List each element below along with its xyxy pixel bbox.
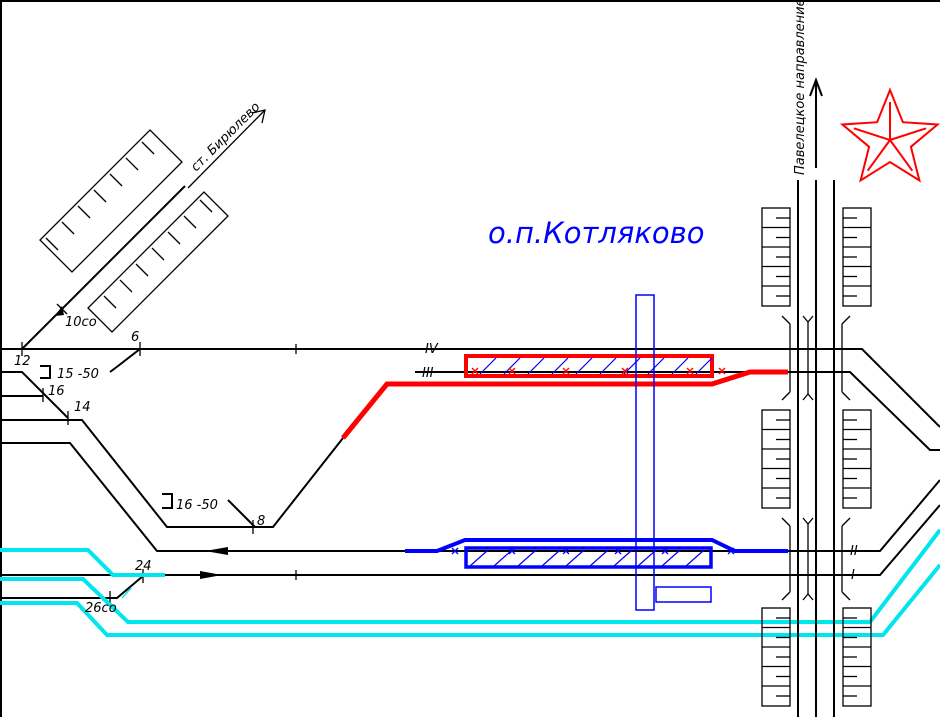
switch-6-label: 6 (131, 330, 139, 345)
switch-16-label: 16 (48, 384, 65, 399)
bumper-icon (162, 493, 173, 509)
switch-14-label: 14 (74, 400, 91, 415)
arrow-left-icon (205, 547, 228, 555)
track-III-label: III (422, 366, 434, 381)
track-siding (0, 419, 344, 528)
biryulevo-branch (21, 109, 266, 350)
station-title: о.п.Котляково (488, 216, 704, 250)
platform-II (464, 546, 713, 569)
track-II-label: II (850, 544, 858, 559)
dead-end-16-50-label: 16 -50 (176, 498, 218, 513)
track-III (415, 371, 940, 451)
switch-12-label: 12 (14, 354, 31, 369)
biryulevo-arrow-icon (187, 109, 266, 189)
tracks (0, 342, 940, 605)
diagonal-platform-upper (39, 129, 183, 273)
track-II (0, 442, 940, 552)
paveletsky-line (761, 77, 872, 717)
railway-star-logo-icon (839, 87, 940, 183)
bumper-icon (40, 365, 51, 379)
footbridge (635, 294, 655, 611)
track-IV-label: IV (425, 342, 439, 357)
biryulevo-label: ст. Бирюлево (188, 100, 263, 175)
blue-route (405, 294, 788, 611)
diagonal-platform-lower (87, 191, 229, 333)
dead-end-15-50-label: 15 -50 (57, 367, 99, 382)
arrow-right-icon (200, 571, 222, 579)
switch-24-label: 24 (135, 559, 152, 574)
cyan-routes (0, 528, 940, 637)
track-I (0, 504, 940, 576)
platform-III (464, 354, 714, 378)
paveletskoe-label: Павелецкое направление. (793, 0, 808, 175)
track-I-label: I (851, 568, 855, 583)
red-route (341, 354, 788, 440)
switch-8-label: 8 (257, 514, 265, 529)
switch-10co-label: 10со (65, 315, 97, 330)
switch-26co-label: 26со (85, 601, 117, 616)
track-IV (0, 348, 940, 428)
station-building (655, 586, 712, 603)
